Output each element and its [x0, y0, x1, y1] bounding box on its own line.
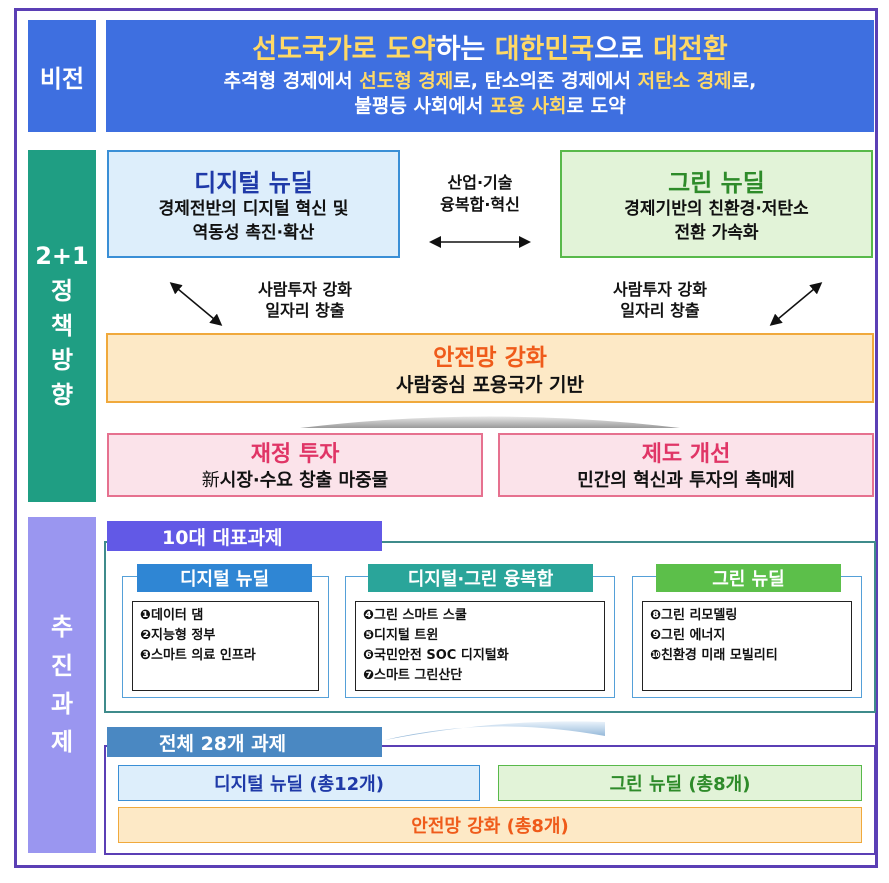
vision-line-1-part: 저탄소 경제	[637, 69, 732, 92]
vision-title-part: 대한민국	[494, 34, 595, 66]
policy-label-line: 2+1	[35, 242, 89, 270]
safety-net-subtitle: 사람중심 포용국가 기반	[395, 373, 585, 396]
task-item: ❿친환경 미래 모빌리티	[650, 648, 778, 664]
vision-title-part: 대전환	[653, 34, 728, 66]
task-item: ❹그린 스마트 스쿨	[363, 608, 467, 623]
tasks-label-line: 추	[50, 613, 74, 642]
tasks-label-line: 진	[50, 651, 74, 680]
people-investment-left-line-2: 일자리 창출	[265, 300, 345, 320]
people-left-arrow	[169, 282, 223, 326]
group-green-title: 그린 뉴딜	[656, 564, 841, 592]
vision-title-part: 도약	[385, 34, 436, 66]
fiscal-investment-subtitle: 시장·수요 창출 마중물	[219, 470, 389, 492]
system-improvement-box: 제도 개선 민간의 혁신과 투자의 촉매제	[498, 433, 874, 497]
green-new-deal-box: 그린 뉴딜 경제기반의 친환경·저탄소 전환 가속화	[560, 150, 873, 258]
vision-line-1-part: 로, 탄소의존 경제에서	[453, 69, 638, 92]
ten-tasks-tab: 10대 대표과제	[107, 521, 382, 551]
vision-line-2: 불평등 사회에서 포용 사회로 도약	[354, 94, 625, 120]
group-convergence-list: ❹그린 스마트 스쿨 ❺디지털 트윈 ❻국민안전 SOC 디지털화 ❼스마트 그린산단	[355, 601, 605, 691]
vision-line-2-part: 로 도약	[566, 95, 626, 118]
people-right-arrow	[769, 282, 823, 326]
policy-label-line: 방	[50, 346, 74, 375]
group-green-list: ❽그린 리모델링 ❾그린 에너지 ❿친환경 미래 모빌리티	[642, 601, 852, 691]
summary-digital: 디지털 뉴딜 (총12개)	[118, 765, 480, 801]
green-new-deal-desc-1: 경제기반의 친환경·저탄소	[624, 198, 809, 219]
vision-line-1: 추격형 경제에서 선도형 경제로, 탄소의존 경제에서 저탄소 경제로,	[224, 69, 757, 95]
convergence-line-1: 산업·기술	[447, 173, 513, 192]
task-item: ❾그린 에너지	[650, 628, 726, 644]
tasks-label-line: 제	[50, 728, 74, 757]
group-digital-list: ❶데이터 댐 ❷지능형 정부 ❸스마트 의료 인프라	[132, 601, 319, 691]
summary-safety: 안전망 강화 (총8개)	[118, 807, 862, 843]
digital-new-deal-desc-2: 역동성 촉진·확산	[192, 222, 315, 243]
digital-new-deal-desc-1: 경제전반의 디지털 혁신 및	[158, 198, 349, 219]
group-convergence-title: 디지털·그린 융복합	[368, 564, 593, 592]
task-item: ❷지능형 정부	[140, 628, 216, 644]
convergence-line-2: 융복합·혁신	[440, 194, 520, 214]
all-tasks-frame	[104, 745, 876, 855]
support-triangle-2	[385, 721, 605, 740]
task-item: ❼스마트 그린산단	[363, 668, 463, 684]
vision-line-2-part: 포용 사회	[489, 95, 567, 118]
people-investment-right-line-1: 사람투자 강화	[613, 280, 707, 299]
policy-label-line: 책	[50, 311, 74, 340]
vision-line-1-part: 로,	[731, 69, 757, 92]
fiscal-investment-box: 재정 투자 新시장·수요 창출 마중물	[107, 433, 483, 497]
vision-title: 선도국가로 도약하는 대한민국으로 대전환	[252, 32, 727, 68]
system-improvement-title: 제도 개선	[641, 442, 731, 468]
safety-net-title: 안전망 강화	[433, 344, 547, 371]
vision-title-part: 선도국가로	[252, 34, 386, 66]
green-new-deal-desc-2: 전환 가속화	[674, 222, 759, 243]
green-new-deal-title: 그린 뉴딜	[668, 168, 765, 197]
policy-label-line: 정	[50, 276, 74, 305]
people-investment-left: 사람투자 강화 일자리 창출	[225, 280, 385, 322]
convergence-label: 산업·기술 융복합·혁신	[405, 172, 555, 215]
task-item: ❽그린 리모델링	[650, 608, 738, 623]
fiscal-investment-prefix: 新	[201, 470, 220, 492]
system-improvement-subtitle: 민간의 혁신과 투자의 촉매제	[577, 470, 795, 492]
ten-tasks-frame	[104, 541, 876, 713]
vision-panel: 선도국가로 도약하는 대한민국으로 대전환 추격형 경제에서 선도형 경제로, …	[106, 20, 874, 132]
vision-line-1-part: 선도형 경제	[359, 69, 454, 92]
group-digital-title: 디지털 뉴딜	[137, 564, 312, 592]
vision-title-part: 하는	[435, 34, 495, 66]
fiscal-investment-title: 재정 투자	[250, 442, 340, 468]
safety-net-box: 안전망 강화 사람중심 포용국가 기반	[106, 333, 874, 403]
people-investment-right: 사람투자 강화 일자리 창출	[580, 280, 740, 322]
summary-green: 그린 뉴딜 (총8개)	[498, 765, 862, 801]
support-triangle	[300, 416, 680, 428]
policy-label-line: 향	[50, 381, 74, 410]
people-investment-left-line-1: 사람투자 강화	[258, 280, 352, 299]
vision-line-1-part: 추격형 경제에서	[223, 69, 360, 92]
all-tasks-tab: 전체 28개 과제	[107, 727, 382, 757]
people-investment-right-line-2: 일자리 창출	[620, 300, 700, 320]
digital-new-deal-box: 디지털 뉴딜 경제전반의 디지털 혁신 및 역동성 촉진·확산	[107, 150, 400, 258]
tasks-label-line: 과	[50, 690, 74, 718]
vision-label: 비전	[28, 20, 96, 132]
task-item: ❸스마트 의료 인프라	[140, 648, 256, 664]
vision-line-2-part: 불평등 사회에서	[354, 95, 490, 118]
task-item: ❶데이터 댐	[140, 608, 204, 623]
task-item: ❺디지털 트윈	[363, 628, 439, 644]
digital-new-deal-title: 디지털 뉴딜	[194, 168, 313, 197]
task-item: ❻국민안전 SOC 디지털화	[363, 648, 509, 664]
vision-title-part: 으로	[594, 34, 654, 66]
